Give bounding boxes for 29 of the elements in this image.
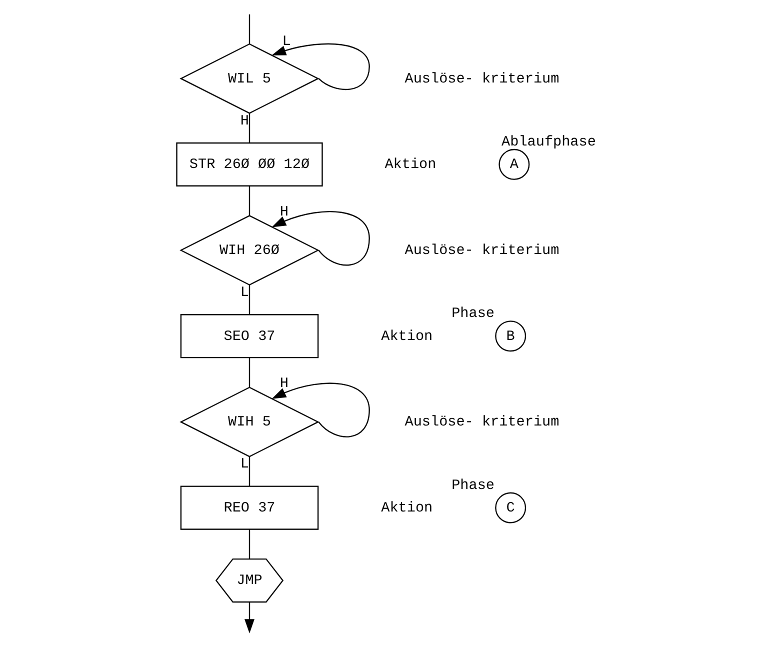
arrow [271, 211, 370, 266]
edge-label: L [240, 285, 249, 302]
label: Aktion [380, 328, 432, 345]
arrow [271, 43, 370, 90]
edge-label: H [240, 113, 249, 130]
edge-label: L [240, 456, 249, 473]
node-label: Ablaufphase [501, 134, 596, 150]
node-circle: C [494, 492, 526, 524]
connector [248, 113, 250, 143]
node-label: Phase [451, 478, 494, 494]
label: Auslöse- kriterium [404, 414, 559, 431]
connector [248, 529, 250, 559]
node-box: SEO 37 [180, 314, 318, 358]
arrow [244, 602, 254, 634]
node-box: STR 26Ø ØØ 12Ø [176, 142, 322, 186]
label: Auslöse- kriterium [404, 242, 559, 259]
node-label: Phase [451, 306, 494, 322]
connector [248, 456, 250, 486]
label: Aktion [384, 157, 436, 174]
connector [248, 186, 250, 216]
node-box: REO 37 [180, 486, 318, 530]
connector [248, 284, 250, 314]
arrow [271, 382, 370, 438]
node-circle: A [498, 148, 530, 180]
connector [248, 14, 250, 44]
node-circle: B [494, 320, 526, 352]
label: Auslöse- kriterium [404, 71, 559, 88]
label: Aktion [380, 500, 432, 516]
connector [248, 358, 250, 388]
